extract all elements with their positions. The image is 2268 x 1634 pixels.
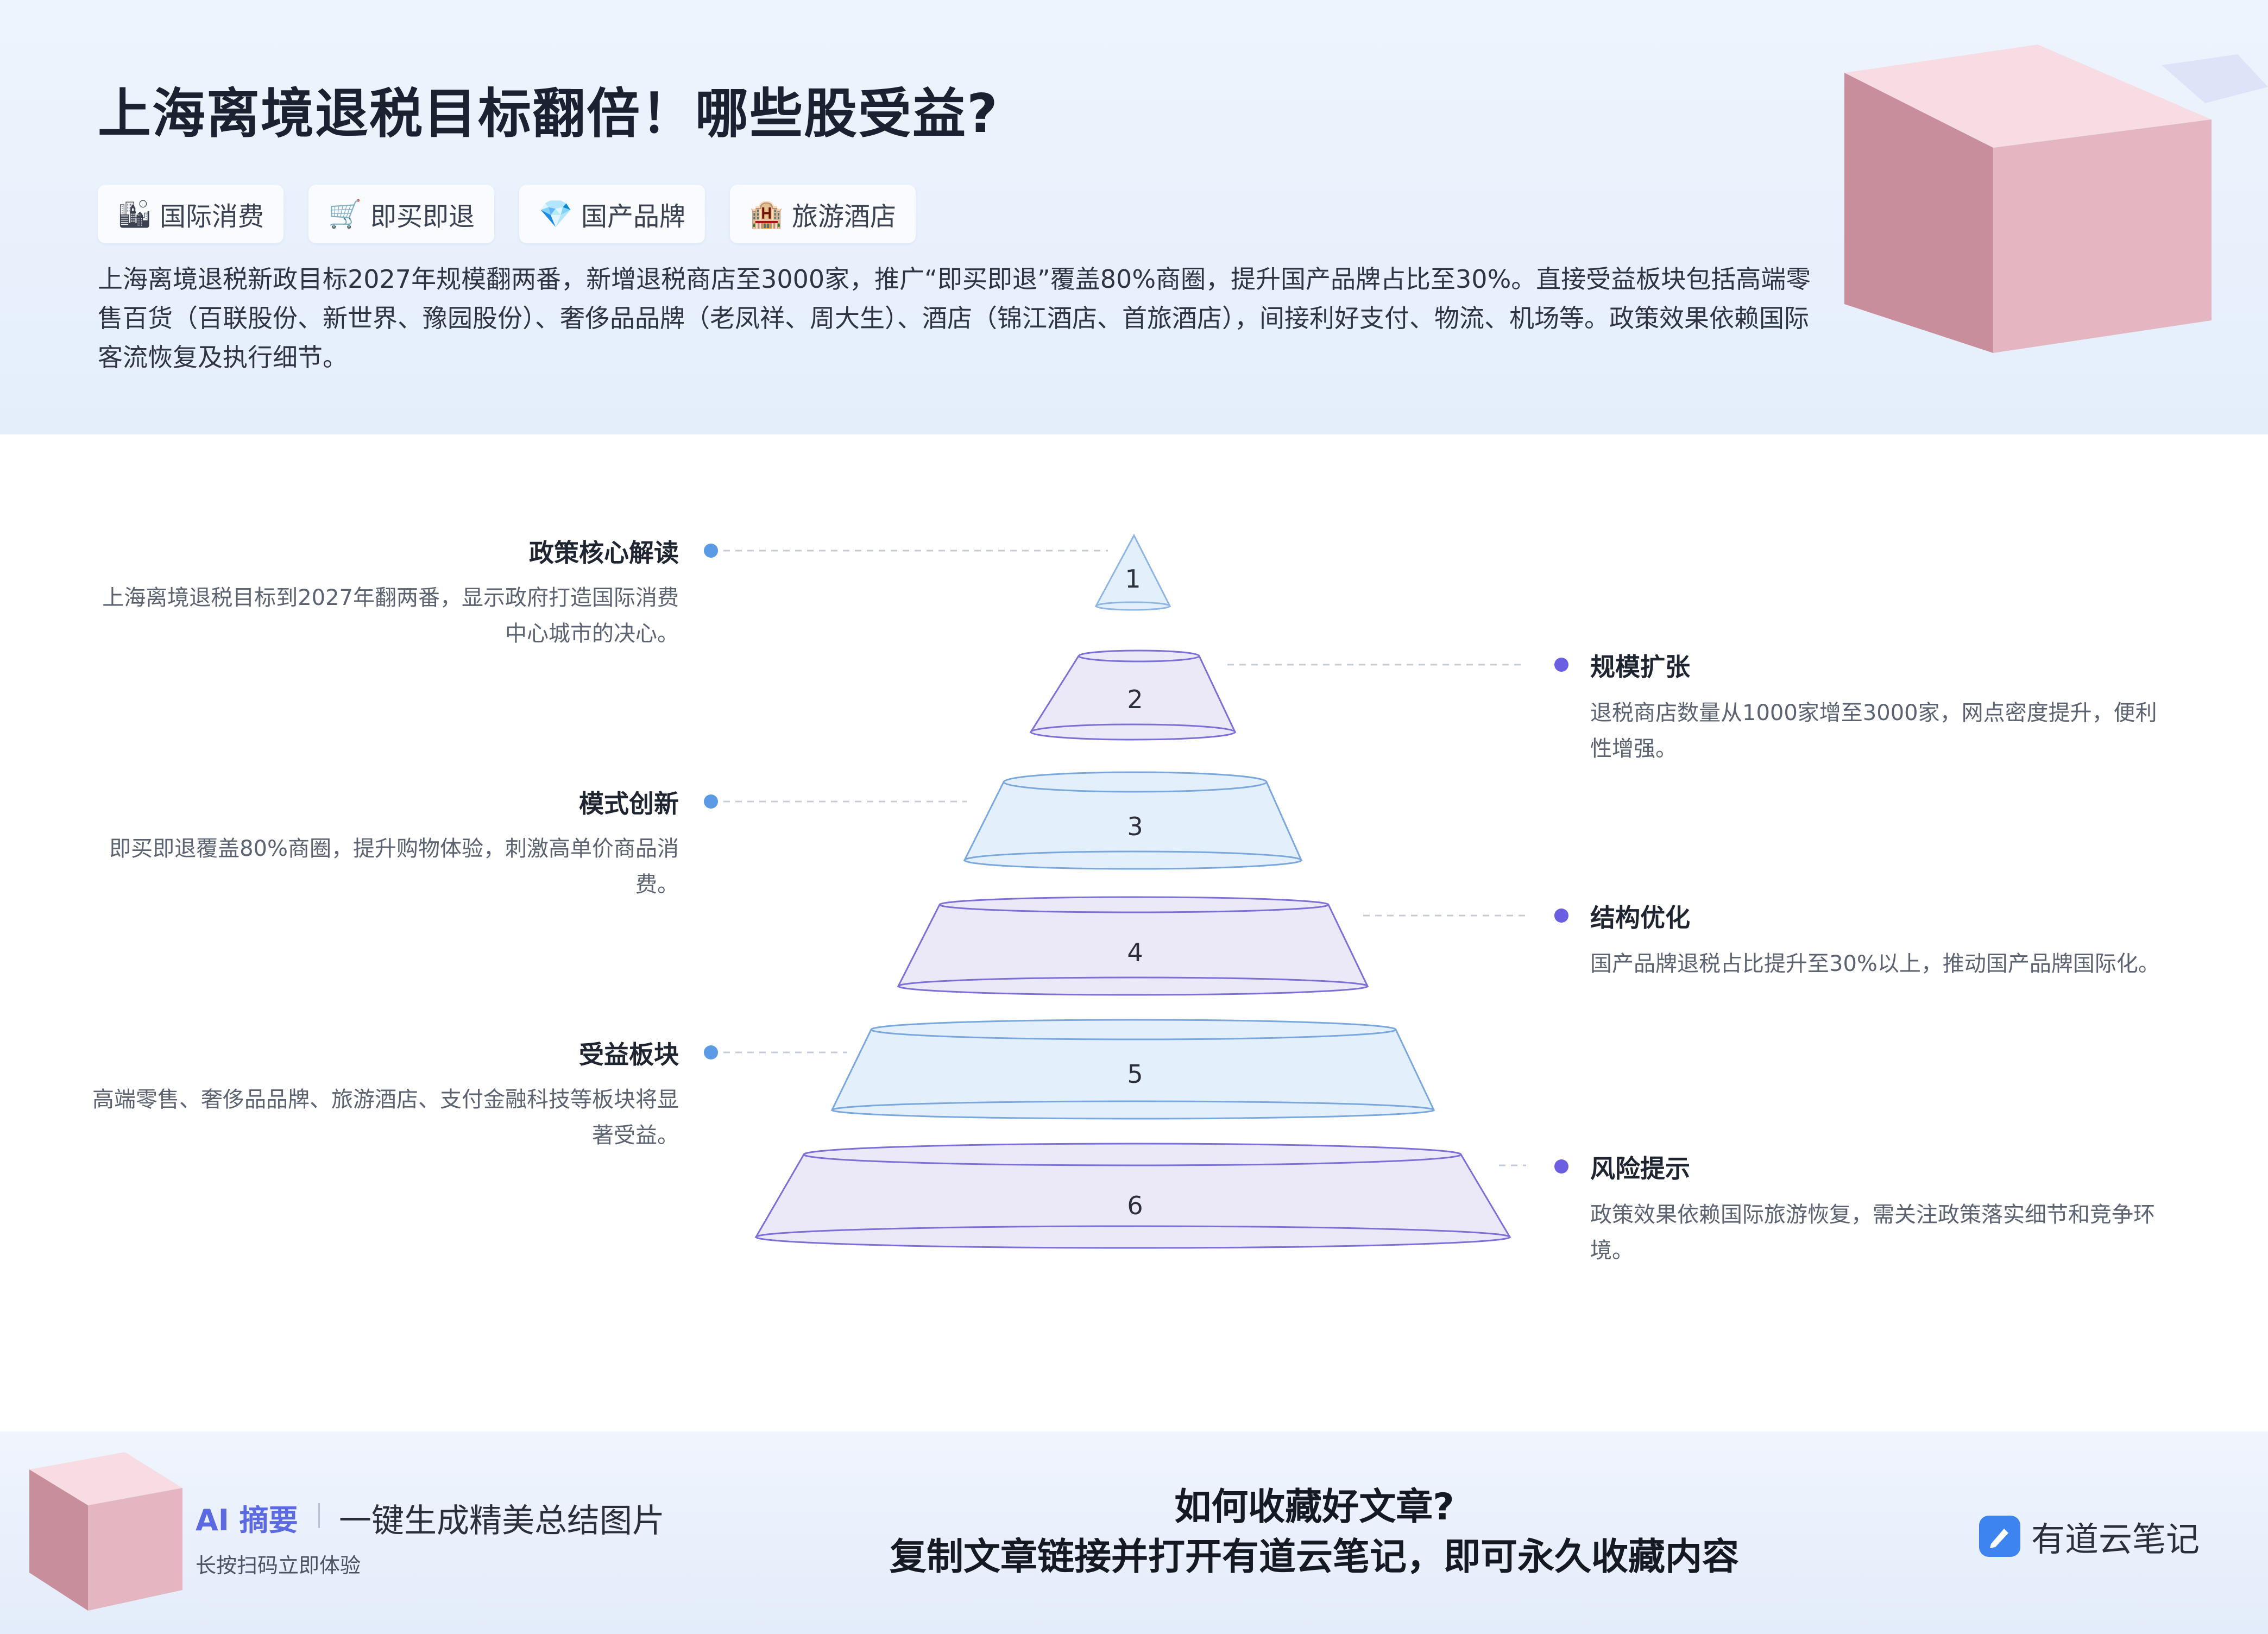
tag-domestic-brand: 💎 国产品牌 (519, 185, 705, 243)
pyramid-level-1: 1 (1094, 533, 1171, 611)
hotel-icon: 🏨 (749, 198, 784, 230)
level-number-6: 6 (1127, 1191, 1143, 1220)
tag-travel-hotel: 🏨 旅游酒店 (730, 185, 916, 243)
tag-list: 🏙 国际消费 🛒 即买即退 💎 国产品牌 🏨 旅游酒店 (98, 185, 916, 243)
pyramid-level-5: 5 (830, 1019, 1435, 1120)
point-desc-beneficiaries: 高端零售、奢侈品品牌、旅游酒店、支付金融科技等板块将显著受益。 (92, 1087, 679, 1148)
pyramid-diagram: 1 2 3 4 5 6 (711, 533, 1526, 1249)
tag-label: 即买即退 (370, 201, 475, 232)
point-title-policy: 政策核心解读 (529, 538, 679, 567)
pyramid-level-6: 6 (754, 1143, 1511, 1249)
pyramid-level-3: 3 (963, 771, 1303, 870)
ai-slogan: 一键生成精美总结图片 (339, 1502, 665, 1540)
tag-instant-refund: 🛒 即买即退 (308, 185, 495, 243)
point-title-scale: 规模扩张 (1590, 652, 1690, 682)
point-desc-scale: 退税商店数量从1000家增至3000家，网点密度提升，便利性增强。 (1590, 701, 2157, 761)
brand-logo-block: 有道云笔记 (1979, 1512, 2200, 1561)
footer-question: 如何收藏好文章? (1174, 1486, 1454, 1529)
point-dot (1554, 658, 1568, 672)
footer-instruction: 复制文章链接并打开有道云笔记，即可永久收藏内容 (889, 1536, 1739, 1579)
point-title-structure: 结构优化 (1590, 903, 1690, 932)
decorative-cube-icon (29, 1452, 182, 1611)
tag-label: 国产品牌 (581, 201, 686, 232)
level-number-5: 5 (1127, 1059, 1143, 1089)
level-number-2: 2 (1127, 685, 1143, 714)
point-title-beneficiaries: 受益板块 (579, 1040, 679, 1069)
level-number-4: 4 (1127, 938, 1143, 967)
ai-summary-label: AI 摘要 (196, 1503, 298, 1537)
decorative-cube-icon (1844, 45, 2268, 353)
header-banner: 上海离境退税目标翻倍！哪些股受益? 🏙 国际消费 🛒 即买即退 💎 国产品牌 🏨… (0, 0, 2268, 434)
gem-icon: 💎 (539, 198, 573, 230)
summary-text: 上海离境退税新政目标2027年规模翻两番，新增退税商店至3000家，推广“即买即… (98, 264, 1811, 372)
point-desc-risk: 政策效果依赖国际旅游恢复，需关注政策落实细节和竞争环境。 (1590, 1202, 2155, 1263)
point-dot (704, 794, 718, 809)
tag-international-consumption: 🏙 国际消费 (98, 185, 284, 243)
level-number-3: 3 (1127, 812, 1143, 841)
footer-message: 如何收藏好文章? 复制文章链接并打开有道云笔记，即可永久收藏内容 (760, 1482, 1868, 1582)
tag-label: 旅游酒店 (792, 201, 897, 232)
point-desc-policy: 上海离境退税目标到2027年翻两番，显示政府打造国际消费中心城市的决心。 (102, 585, 679, 646)
footer-banner (0, 1431, 2268, 1634)
city-icon: 🏙 (117, 198, 152, 230)
level-number-1: 1 (1125, 564, 1141, 594)
youdao-note-icon (1979, 1516, 2020, 1557)
point-title-risk: 风险提示 (1590, 1154, 1690, 1183)
point-dot (704, 544, 718, 558)
point-dot (1554, 909, 1568, 923)
point-dot (704, 1045, 718, 1059)
divider (318, 1503, 320, 1528)
tag-label: 国际消费 (160, 201, 264, 232)
point-desc-innovation: 即买即退覆盖80%商圈，提升购物体验，刺激高单价商品消费。 (109, 836, 679, 897)
pyramid-level-2: 2 (1029, 649, 1237, 741)
point-title-innovation: 模式创新 (579, 789, 679, 818)
pyramid-level-4: 4 (897, 896, 1369, 996)
point-desc-structure: 国产品牌退税占比提升至30%以上，推动国产品牌国际化。 (1590, 951, 2160, 976)
point-dot (1554, 1159, 1568, 1174)
brand-name: 有道云笔记 (2031, 1519, 2200, 1559)
cart-icon: 🛒 (328, 198, 362, 230)
ai-scan-hint: 长按扫码立即体验 (196, 1554, 361, 1578)
page-title: 上海离境退税目标翻倍！哪些股受益? (98, 83, 999, 145)
